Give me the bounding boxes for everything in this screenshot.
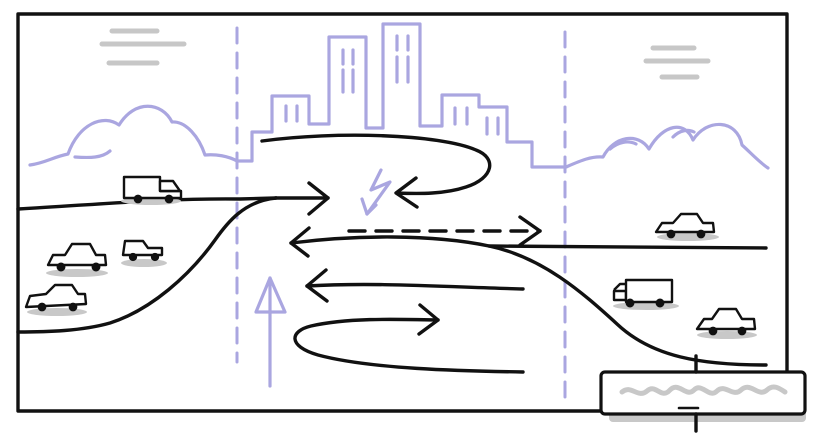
westbound-arrow (307, 270, 523, 301)
lower-right-road (291, 228, 766, 365)
car-left-small (121, 241, 167, 267)
u-turn-arrow (295, 305, 523, 372)
city-skyline (237, 24, 566, 167)
truck-right-middle (613, 280, 679, 310)
sky-clouds (102, 31, 708, 77)
skyline-right-clouds (566, 124, 768, 168)
upper-loop-arrow (262, 135, 490, 207)
skyline-left-clouds (30, 106, 237, 165)
merge-lightning (362, 170, 390, 214)
cars-right (613, 214, 757, 339)
lane-dividers (237, 28, 565, 398)
car-left-middle (46, 244, 108, 277)
road-sign (601, 356, 806, 431)
car-left-bottom (26, 285, 87, 316)
truck-top-left (121, 177, 181, 205)
car-right-bottom (697, 309, 757, 339)
car-right-top (656, 214, 719, 241)
northbound-lavender-arrow (256, 278, 285, 386)
cars-left (26, 177, 181, 316)
outer-frame (18, 14, 787, 411)
